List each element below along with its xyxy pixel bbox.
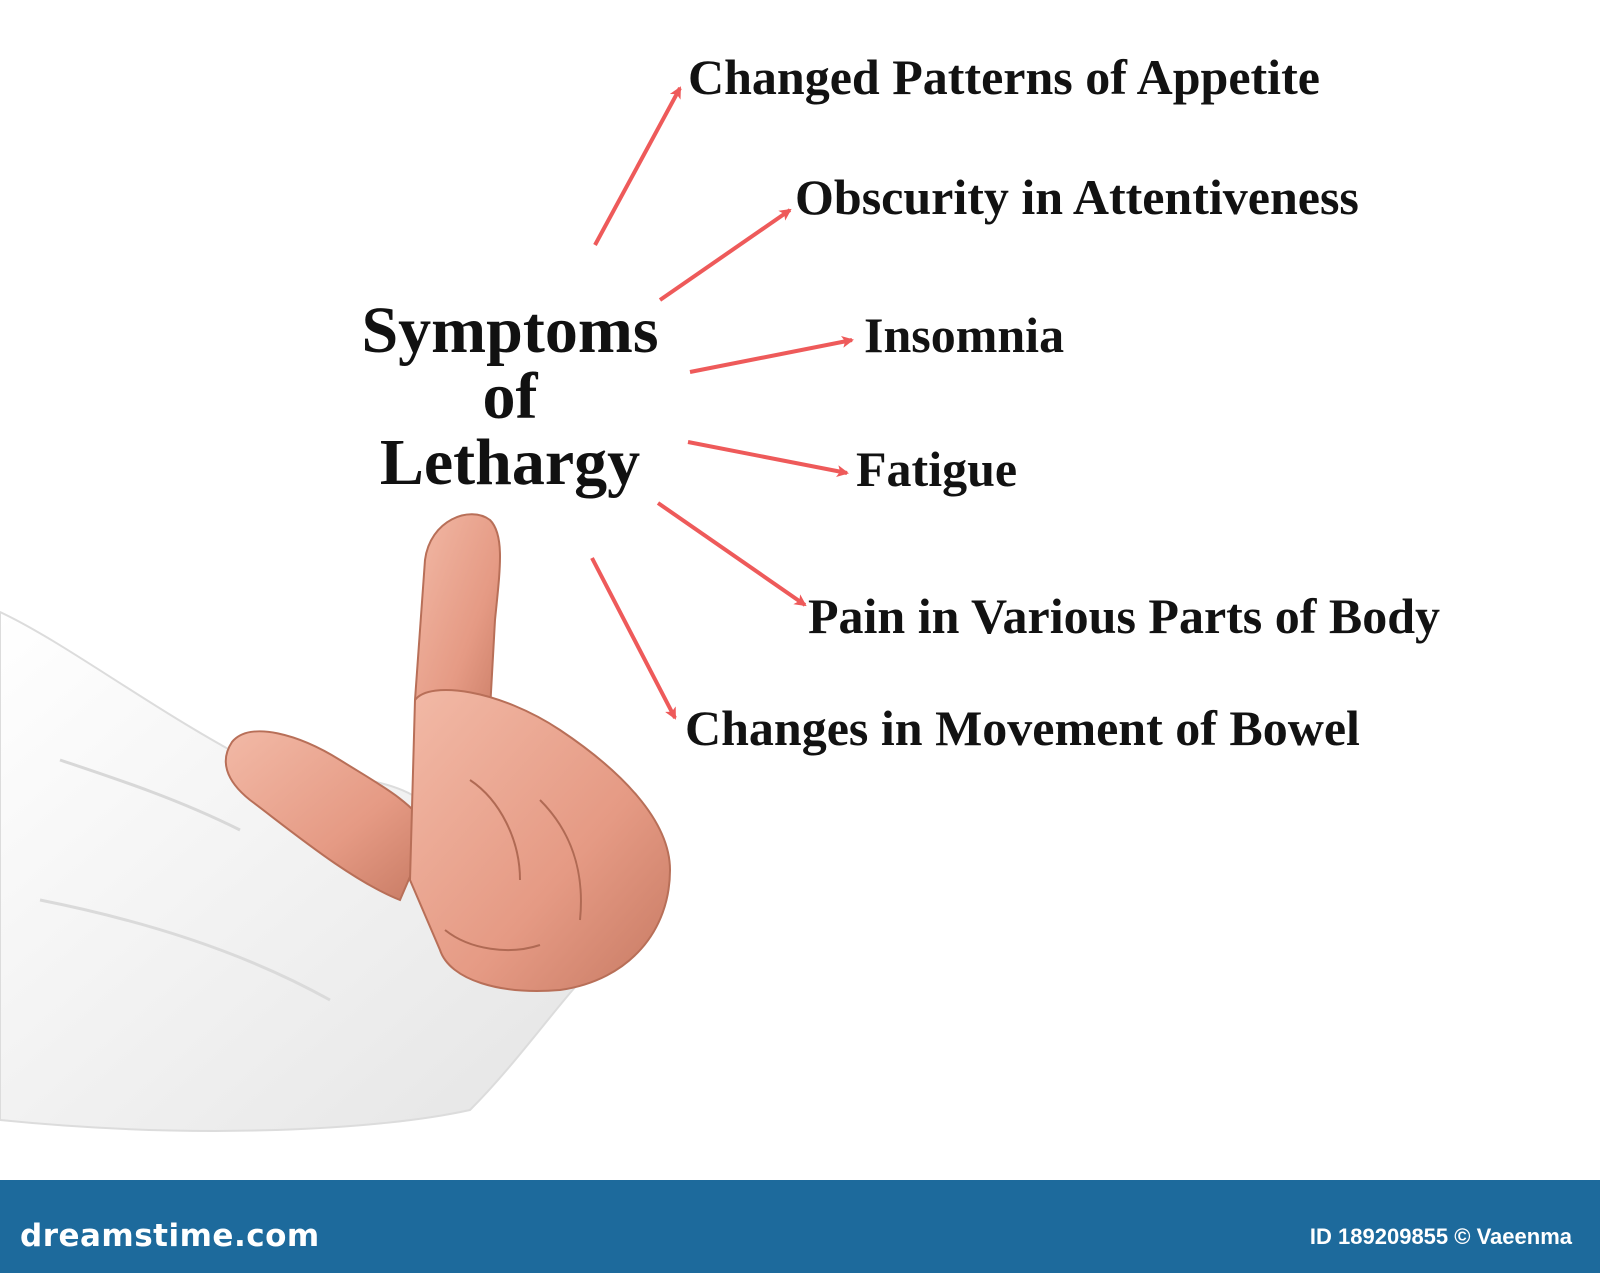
footer-bar: dreamstime.com ID 189209855 © Vaeenma [0, 1180, 1600, 1273]
arrow-attentiveness [660, 210, 790, 300]
center-title-line-1: Symptoms [330, 298, 690, 364]
footer-credit: ID 189209855 © Vaeenma [1310, 1224, 1572, 1250]
footer-brand: dreamstime.com [20, 1218, 320, 1254]
arrow-fatigue [688, 442, 847, 473]
center-title: Symptoms of Lethargy [330, 298, 690, 496]
symptom-label-bowel: Changes in Movement of Bowel [685, 703, 1360, 753]
symptom-label-fatigue: Fatigue [856, 444, 1017, 494]
arrow-appetite [595, 88, 680, 245]
arrow-bowel [592, 558, 675, 718]
diagram-canvas: Symptoms of Lethargy Changed Patterns of… [0, 0, 1600, 1180]
symptom-label-insomnia: Insomnia [864, 310, 1064, 360]
symptom-label-pain: Pain in Various Parts of Body [808, 591, 1440, 641]
arrow-pain [658, 503, 805, 605]
center-title-line-2: of [330, 364, 690, 430]
symptom-label-appetite: Changed Patterns of Appetite [688, 52, 1320, 102]
center-title-line-3: Lethargy [330, 430, 690, 496]
arrow-insomnia [690, 340, 852, 372]
symptom-label-attentiveness: Obscurity in Attentiveness [795, 172, 1359, 222]
